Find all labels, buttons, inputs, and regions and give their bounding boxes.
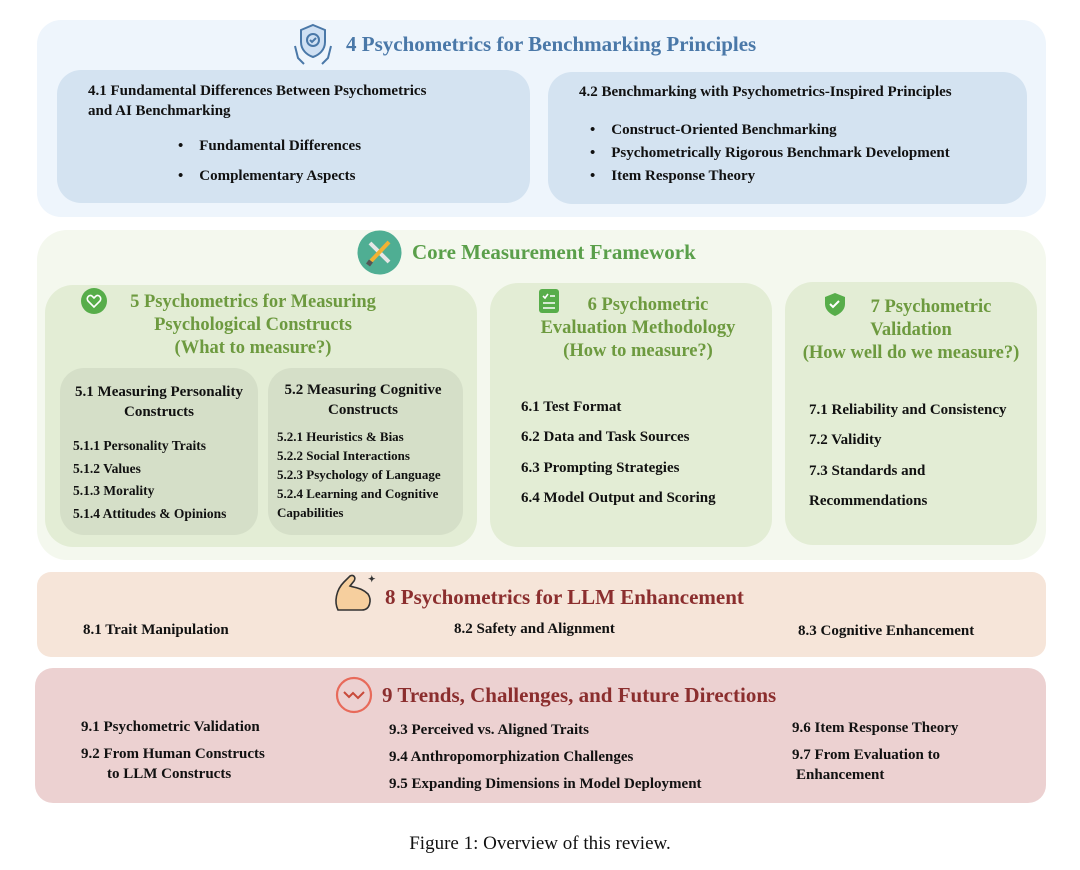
item-8-3: 8.3 Cognitive Enhancement xyxy=(798,623,975,639)
title-line: 6 Psychometric xyxy=(587,295,709,315)
title-line: 5 Psychometrics for Measuring xyxy=(130,292,376,312)
box-5-1 xyxy=(60,368,258,535)
list-item: Complementary Aspects xyxy=(178,168,361,185)
list-item: 6.4 Model Output and Scoring xyxy=(521,489,716,506)
list-item: 5.1.2 Values xyxy=(73,460,141,476)
list-item: 9.5 Expanding Dimensions in Model Deploy… xyxy=(389,776,702,792)
list-item: 7.2 Validity xyxy=(809,432,882,449)
title-line: 5.1 Measuring Personality xyxy=(75,384,243,400)
list-item: Capabilities xyxy=(277,505,344,520)
list-item: Fundamental Differences xyxy=(178,138,361,155)
checklist-icon xyxy=(539,289,559,313)
box-5-1-list: 5.1.1 Personality Traits 5.1.2 Values 5.1.… xyxy=(73,435,226,526)
title-line: Constructs xyxy=(124,404,194,420)
list-item: 6.1 Test Format xyxy=(521,399,622,415)
section-9-panel xyxy=(35,668,1046,803)
list-item: 5.1.4 Attitudes & Opinions xyxy=(73,506,227,522)
title-line: (What to measure?) xyxy=(174,338,332,358)
list-item: 9.4 Anthropomorphization Challenges xyxy=(389,749,634,765)
section-9-col1: 9.1 Psychometric Validation 9.2 From Huma… xyxy=(81,717,265,784)
shield-check-icon xyxy=(825,293,845,316)
list-item: 9.2 From Human Constructs xyxy=(81,746,265,762)
list-item: 9.7 From Evaluation to xyxy=(792,747,941,763)
title-line: Constructs xyxy=(328,402,398,418)
list-item: 5.2.2 Social Interactions xyxy=(277,448,410,463)
section-9-col2: 9.3 Perceived vs. Aligned Traits 9.4 Anth… xyxy=(389,717,702,798)
svg-text:✦: ✦ xyxy=(368,574,376,584)
section-9-col3: 9.6 Item Response Theory 9.7 From Evaluat… xyxy=(792,718,958,785)
title-line: Evaluation Methodology xyxy=(540,318,736,338)
list-item: 5.2.1 Heuristics & Bias xyxy=(277,429,404,444)
flexed-arm-icon: ✦ xyxy=(335,574,376,611)
list-item: 9.3 Perceived vs. Aligned Traits xyxy=(389,722,589,738)
section-4-title: 4 Psychometrics for Benchmarking Princip… xyxy=(346,32,757,56)
title-line: Psychological Constructs xyxy=(154,315,352,335)
section-7-panel xyxy=(785,282,1037,545)
box-4-2-title: 4.2 Benchmarking with Psychometrics-Insp… xyxy=(579,84,952,100)
list-item: Construct-Oriented Benchmarking xyxy=(590,122,950,139)
list-item: 7.1 Reliability and Consistency xyxy=(809,402,1007,418)
list-item: to LLM Constructs xyxy=(107,766,232,782)
title-line: and AI Benchmarking xyxy=(88,103,231,119)
title-line: Validation xyxy=(870,320,952,340)
list-item: Recommendations xyxy=(809,492,928,509)
title-line: (How well do we measure?) xyxy=(802,343,1020,363)
title-line: 5.2 Measuring Cognitive xyxy=(284,382,442,398)
section-6-list: 6.1 Test Format 6.2 Data and Task Sources… xyxy=(521,392,716,513)
list-item: 7.3 Standards and xyxy=(809,462,926,479)
title-line: 7 Psychometric xyxy=(870,297,992,317)
figure-caption: Figure 1: Overview of this review. xyxy=(409,833,671,854)
item-8-1: 8.1 Trait Manipulation xyxy=(83,622,229,638)
title-line: (How to measure?) xyxy=(563,341,713,361)
section-8-panel xyxy=(37,572,1046,657)
list-item: Enhancement xyxy=(796,767,885,783)
list-item: 5.2.4 Learning and Cognitive xyxy=(277,486,439,501)
shield-hands-icon xyxy=(294,23,332,65)
heart-icon xyxy=(81,288,107,314)
section-9-title: 9 Trends, Challenges, and Future Directi… xyxy=(382,683,777,707)
list-item: 9.1 Psychometric Validation xyxy=(81,719,260,735)
list-item: 5.2.3 Psychology of Language xyxy=(277,467,441,482)
box-4-1-list: Fundamental DifferencesComplementary Asp… xyxy=(178,138,361,196)
section-6-panel xyxy=(490,283,772,547)
list-item: 6.3 Prompting Strategies xyxy=(521,459,680,476)
list-item: 6.2 Data and Task Sources xyxy=(521,429,690,446)
section-8-title: 8 Psychometrics for LLM Enhancement xyxy=(385,585,744,609)
trend-icon xyxy=(335,676,373,714)
box-4-1-title: 4.1 Fundamental Differences Between Psyc… xyxy=(88,81,426,121)
item-8-2: 8.2 Safety and Alignment xyxy=(454,621,615,637)
list-item: 9.6 Item Response Theory xyxy=(792,720,959,736)
core-title: Core Measurement Framework xyxy=(412,240,696,264)
box-5-2-list: 5.2.1 Heuristics & Bias 5.2.2 Social Inte… xyxy=(277,427,441,522)
section-7-list: 7.1 Reliability and Consistency 7.2 Valid… xyxy=(809,395,1007,516)
list-item: 5.1.1 Personality Traits xyxy=(73,438,206,453)
box-4-2-list: Construct-Oriented BenchmarkingPsychomet… xyxy=(590,122,950,196)
box-5-2 xyxy=(268,368,463,535)
list-item: 5.1.3 Morality xyxy=(73,483,155,499)
title-line: 4.1 Fundamental Differences Between Psyc… xyxy=(88,83,427,99)
tools-icon xyxy=(357,230,402,275)
list-item: Item Response Theory xyxy=(590,168,950,185)
list-item: Psychometrically Rigorous Benchmark Deve… xyxy=(590,145,949,162)
